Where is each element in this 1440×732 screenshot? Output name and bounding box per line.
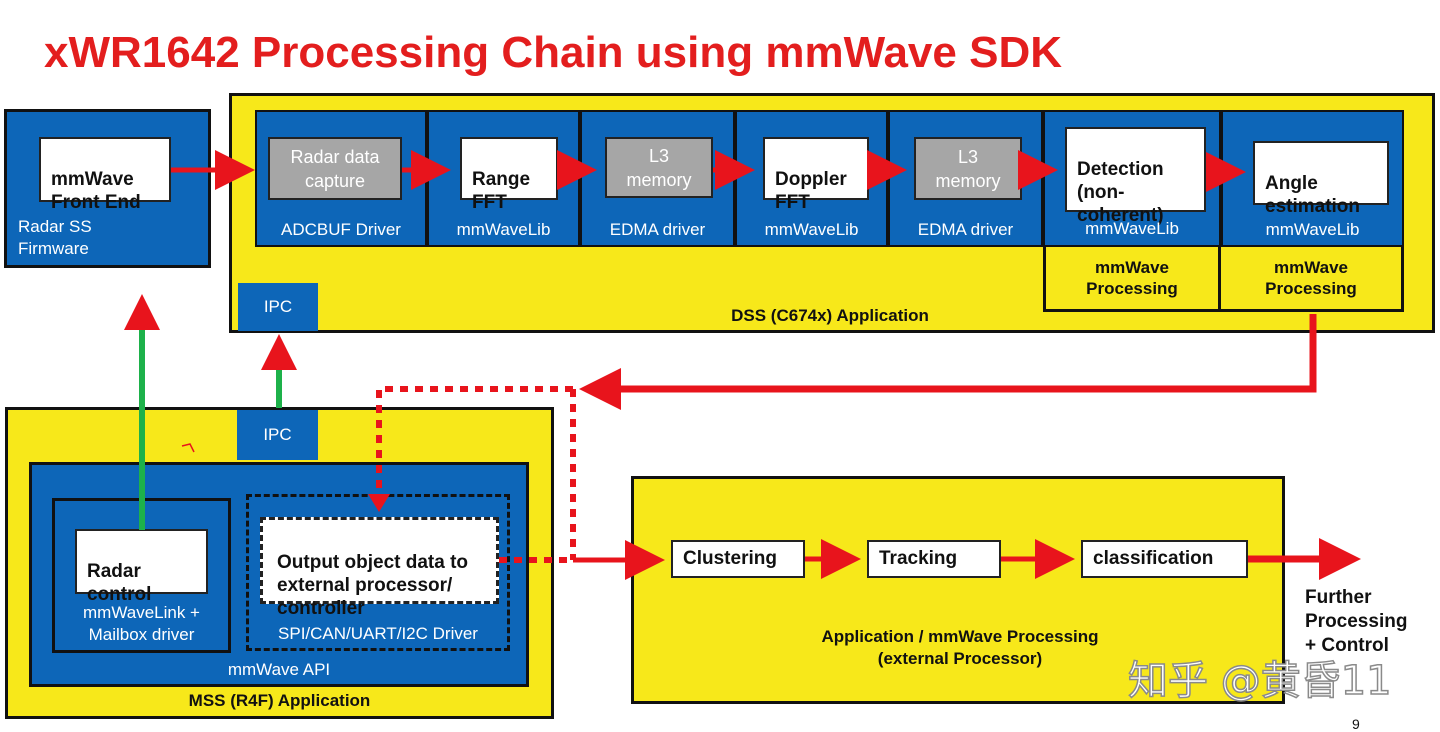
radar-control-text: Radar control	[87, 561, 152, 605]
l3-memory-box-2: L3 memory	[914, 137, 1022, 200]
detection-box: Detection (non- coherent)	[1065, 127, 1206, 226]
dotted-arrowhead-output	[368, 494, 390, 512]
mmwavelib-label-2: mmWaveLib	[764, 220, 859, 239]
tracking-box: Tracking	[867, 540, 1001, 578]
mmwavelib-label-1: mmWaveLib	[456, 220, 551, 239]
mmwave-processing-box-2: mmWave Processing	[1221, 247, 1404, 312]
mmwave-processing-box-1: mmWave Processing	[1043, 247, 1221, 312]
mss-application-label: MSS (R4F) Application	[188, 691, 371, 710]
angle-estimation-box: Angle estimation	[1253, 141, 1389, 217]
l3-memory-text-1: L3 memory	[626, 145, 692, 190]
doppler-fft-box: Doppler FFT	[763, 137, 869, 213]
range-fft-box: Range FFT	[460, 137, 558, 213]
classification-box: classification	[1081, 540, 1248, 578]
mmwave-processing-text-2: mmWave Processing	[1265, 258, 1357, 298]
mmwave-processing-text-1: mmWave Processing	[1086, 258, 1178, 298]
doppler-fft-text: Doppler FFT	[775, 169, 847, 213]
mss-ipc-box: IPC	[237, 410, 318, 460]
edma-driver-label-1: EDMA driver	[609, 220, 706, 239]
range-fft-text: Range FFT	[472, 169, 531, 213]
small-red-mark	[181, 443, 195, 453]
external-processor-label: Application / mmWave Processing (externa…	[821, 627, 1099, 668]
dss-application-label: DSS (C674x) Application	[731, 306, 929, 325]
l3-memory-box-1: L3 memory	[605, 137, 713, 198]
page-number: 9	[1352, 716, 1360, 732]
edma-driver-label-2: EDMA driver	[917, 220, 1014, 239]
output-object-box: Output object data to external processor…	[260, 517, 499, 619]
dss-ipc-box: IPC	[238, 283, 318, 331]
external-processor-block	[631, 476, 1285, 704]
detection-text: Detection (non- coherent)	[1077, 159, 1164, 226]
adcbuf-driver-label: ADCBUF Driver	[281, 220, 401, 239]
watermark: 知乎 @黄昏11	[1127, 657, 1392, 705]
mmwave-api-label: mmWave API	[227, 660, 331, 679]
clustering-box: Clustering	[671, 540, 805, 578]
output-object-text: Output object data to external processor…	[277, 552, 469, 619]
further-processing-label: Further Processing + Control	[1305, 587, 1408, 656]
dotted-down-to-output	[376, 386, 573, 496]
radar-ss-firmware-label: Radar SS Firmware	[18, 217, 92, 258]
mmwavelink-mailbox-label: mmWaveLink + Mailbox driver	[83, 603, 200, 644]
mmwave-front-end-box: mmWave Front End	[39, 137, 171, 213]
radar-data-capture-text: Radar data capture	[290, 146, 380, 191]
mmwave-front-end-text: mmWave Front End	[51, 169, 141, 213]
mmwavelib-label-3: mmWaveLib	[1085, 219, 1179, 238]
l3-memory-text-2: L3 memory	[935, 146, 1001, 191]
spi-can-uart-i2c-label: SPI/CAN/UART/I2C Driver	[278, 624, 478, 643]
page-title: xWR1642 Processing Chain using mmWave SD…	[44, 28, 1062, 77]
radar-control-box: Radar control	[75, 529, 208, 605]
mmwavelib-label-4: mmWaveLib	[1265, 220, 1360, 239]
arrow-angle-return	[579, 314, 1317, 410]
radar-data-capture-box: Radar data capture	[268, 137, 402, 200]
angle-estimation-text: Angle estimation	[1265, 173, 1361, 217]
